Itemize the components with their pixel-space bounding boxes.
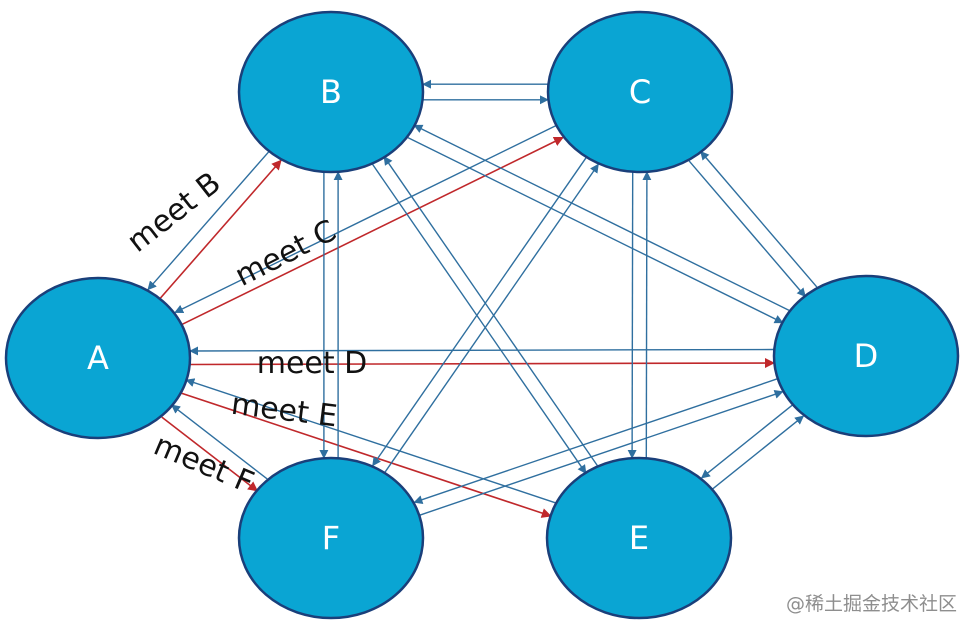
node-label: B [320, 73, 342, 111]
edge-label-a-f: meet F [149, 428, 259, 501]
edge-e-to-c [642, 171, 652, 459]
edge-e-to-b [383, 155, 598, 466]
node-circle [546, 10, 734, 174]
edge-d-to-f [413, 377, 779, 504]
node-label: E [629, 519, 649, 557]
edges-layer [147, 79, 818, 518]
node-circle [237, 456, 425, 620]
edge-label-a-e: meet E [229, 387, 339, 435]
edge-f-to-a [170, 404, 268, 480]
node-label: F [322, 519, 340, 557]
node-label: A [87, 339, 109, 377]
edge-c-to-d [688, 160, 806, 298]
edge-label-a-d: meet D [257, 346, 368, 381]
node-e: E [545, 456, 733, 620]
node-circle [772, 274, 960, 438]
node-circle [4, 276, 192, 440]
edge-a-to-e [181, 392, 552, 518]
node-b: B [237, 10, 425, 174]
edge-a-to-c [180, 136, 564, 326]
nodes-layer: A B C D E F [4, 10, 960, 620]
edge-a-to-f [161, 416, 259, 492]
edge-b-to-d [407, 136, 784, 324]
edge-b-to-e [372, 164, 587, 475]
edge-e-to-d [711, 415, 805, 491]
edge-f-to-d [418, 390, 784, 517]
node-label: C [629, 73, 651, 111]
edge-c-to-e [627, 171, 637, 459]
edge-a-to-b [158, 159, 282, 300]
node-circle [545, 456, 733, 620]
edge-a-to-d [189, 358, 775, 369]
node-circle [237, 10, 425, 174]
node-f: F [237, 456, 425, 620]
edge-c-to-a [174, 124, 558, 314]
edge-d-to-c [700, 150, 818, 288]
edge-e-to-a [185, 378, 556, 504]
node-c: C [546, 10, 734, 174]
node-a: A [4, 276, 192, 440]
edge-d-to-b [413, 124, 790, 312]
edge-f-to-c [383, 163, 599, 474]
edge-d-to-e [700, 403, 794, 479]
node-label: D [854, 337, 879, 375]
edge-c-to-f [372, 156, 588, 467]
edge-b-to-a [147, 150, 271, 291]
watermark: @稀土掘金技术社区 [785, 593, 957, 615]
edge-label-a-b: meet B [121, 165, 228, 259]
node-d: D [772, 274, 960, 438]
edge-d-to-a [189, 346, 775, 356]
